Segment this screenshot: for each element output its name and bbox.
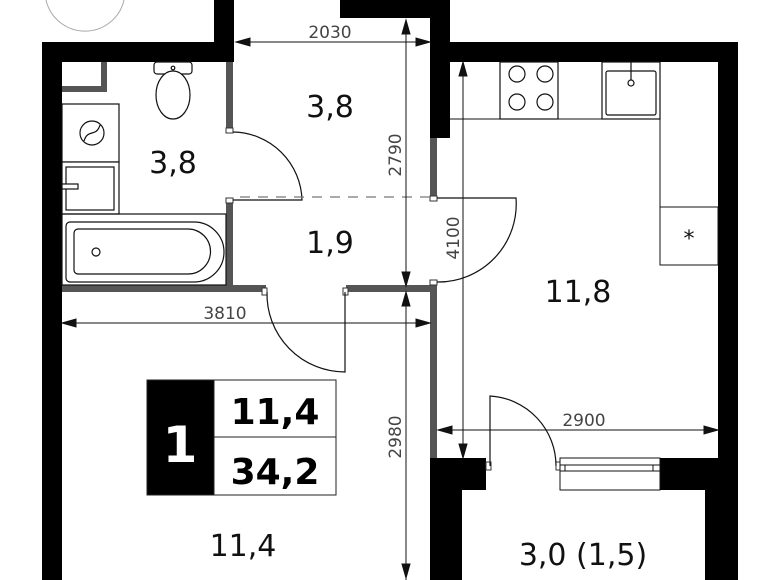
dimension-labels: 2030 2790 4100 3810 2980 2900 bbox=[203, 23, 605, 459]
living-room-area: 11,4 bbox=[210, 529, 277, 564]
kitchen-area: 11,8 bbox=[545, 275, 612, 310]
living-room-door bbox=[266, 291, 346, 373]
outer-walls bbox=[42, 0, 738, 580]
dimension-lines bbox=[60, 18, 720, 580]
toilet-icon bbox=[153, 61, 193, 120]
dim-kitchen-width: 2900 bbox=[562, 411, 605, 431]
kitchen-counter bbox=[450, 62, 719, 266]
kitchen-door bbox=[436, 197, 517, 283]
washing-machine-icon bbox=[61, 103, 120, 163]
bathtub-icon bbox=[61, 213, 227, 286]
dim-living-length: 2980 bbox=[386, 415, 406, 458]
doors bbox=[232, 131, 557, 467]
fridge-icon: * bbox=[684, 227, 695, 252]
stove-icon bbox=[499, 61, 559, 120]
kitchen-sink-icon bbox=[601, 61, 661, 120]
living-area-total: 11,4 bbox=[231, 392, 320, 433]
inner-walls bbox=[62, 62, 437, 458]
balcony-window bbox=[559, 457, 661, 491]
room-labels: 3,8 3,8 1,9 11,8 11,4 3,0 (1,5) bbox=[149, 90, 647, 573]
dim-kitchen-length: 4100 bbox=[444, 216, 464, 259]
bathroom-area: 3,8 bbox=[149, 146, 197, 181]
compass-icon bbox=[45, 0, 125, 32]
bathroom-door bbox=[232, 131, 303, 201]
hallway-bottom-area: 1,9 bbox=[306, 226, 354, 261]
dim-hallway-width: 2030 bbox=[308, 23, 351, 43]
hallway-top-area: 3,8 bbox=[306, 90, 354, 125]
balcony-door bbox=[489, 395, 557, 467]
summary-badge: 1 11,4 34,2 bbox=[146, 379, 337, 496]
balcony-area: 3,0 (1,5) bbox=[519, 538, 647, 573]
dim-living-width: 3810 bbox=[203, 304, 246, 324]
total-area: 34,2 bbox=[231, 452, 320, 493]
sink-icon bbox=[61, 161, 120, 215]
dim-hallway-length: 2790 bbox=[386, 133, 406, 176]
rooms-count: 1 bbox=[163, 416, 198, 474]
